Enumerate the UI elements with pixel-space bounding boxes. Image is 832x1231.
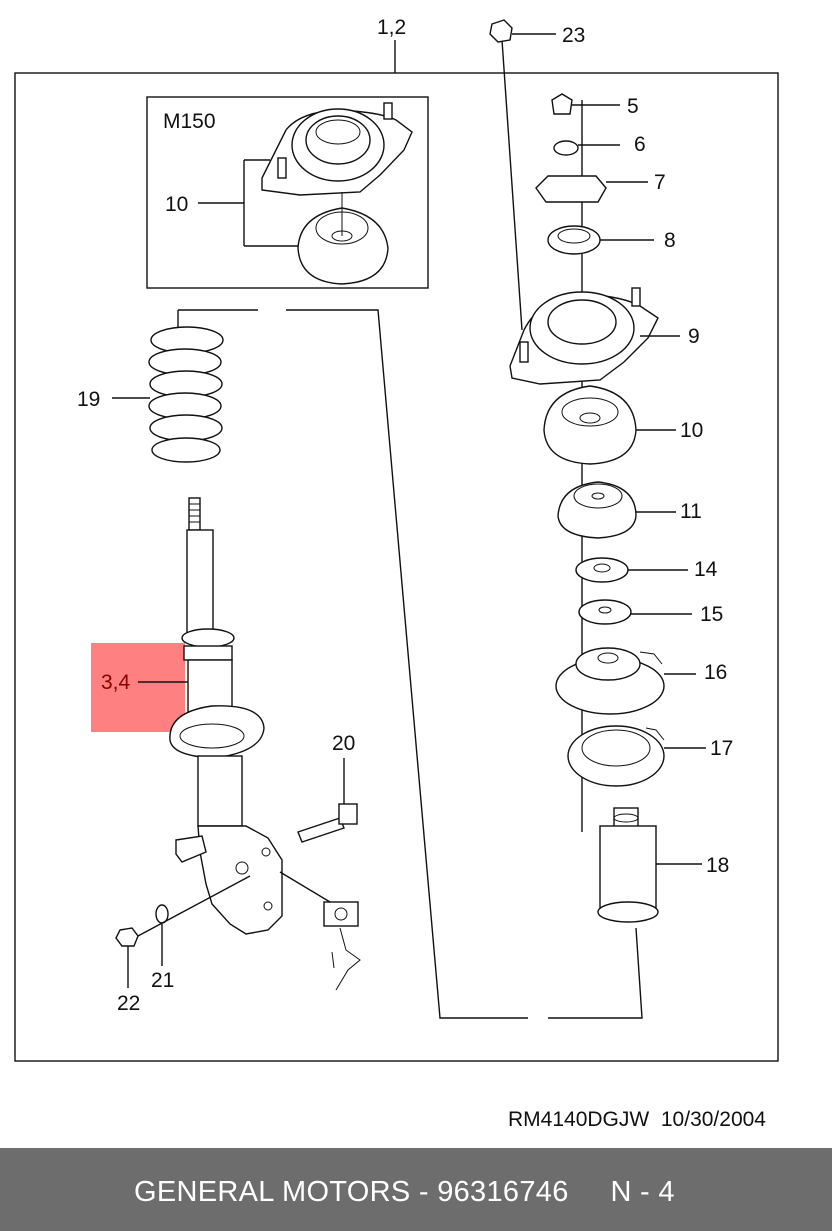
- nut-23: [489, 19, 513, 43]
- dust-boot-18: [597, 807, 659, 923]
- part-label-17: 17: [710, 737, 733, 760]
- part-label-22: 22: [117, 992, 140, 1015]
- spring-seat-16: [555, 647, 665, 715]
- part-label-18: 18: [706, 854, 729, 877]
- footer-text: GENERAL MOTORS - 96316746 N - 4: [134, 1176, 675, 1208]
- part-label-23: 23: [562, 24, 585, 47]
- bump-stop-10: [543, 385, 637, 465]
- part-label-9: 9: [688, 325, 700, 348]
- part-number: 96316746: [437, 1176, 569, 1208]
- spring-pad-17: [567, 725, 665, 787]
- bearing-8: [547, 225, 601, 255]
- footer-bar: [0, 1148, 832, 1231]
- strut-assembly: [169, 497, 283, 935]
- assembly-label: 1,2: [377, 16, 406, 39]
- nut-5: [551, 93, 573, 115]
- m150-variant-box: M150 10: [146, 96, 429, 289]
- part-label-15: 15: [700, 603, 723, 626]
- part-label-19: 19: [77, 388, 100, 411]
- spring-seat-11: [557, 481, 637, 539]
- manufacturer-name: GENERAL MOTORS: [134, 1176, 411, 1208]
- nut-22: [115, 927, 139, 947]
- plate-7: [535, 175, 607, 203]
- strut-highlight: [91, 643, 185, 732]
- part-label-6: 6: [634, 133, 646, 156]
- assembly-frame: [14, 72, 779, 1062]
- reference-id: RM4140DGJW: [508, 1108, 650, 1131]
- variant-label: M150: [163, 110, 216, 133]
- part-label-8: 8: [664, 229, 676, 252]
- part-label-20: 20: [332, 732, 355, 755]
- page-number: N - 4: [610, 1176, 675, 1208]
- part-label-16: 16: [704, 661, 727, 684]
- reference-date: 10/30/2004: [660, 1108, 766, 1131]
- stabilizer-link: [279, 871, 361, 991]
- part-label-14: 14: [694, 558, 718, 581]
- coil-spring: [148, 310, 224, 463]
- bolt-20: [297, 758, 358, 843]
- highlight-label: 3,4: [101, 671, 131, 694]
- part-label-5: 5: [627, 95, 639, 118]
- washer-14: [575, 557, 629, 583]
- part-label-21: 21: [151, 969, 174, 992]
- washer-15: [578, 599, 632, 625]
- part-label-7: 7: [654, 171, 666, 194]
- washer-6: [553, 140, 579, 156]
- reference-code: RM4140DGJW 10/30/2004: [508, 1108, 766, 1132]
- part-label-10-right: 10: [680, 419, 703, 442]
- part-label-11: 11: [680, 500, 702, 523]
- strut-mount-9: [509, 287, 659, 385]
- part-label-10-box: 10: [165, 193, 188, 216]
